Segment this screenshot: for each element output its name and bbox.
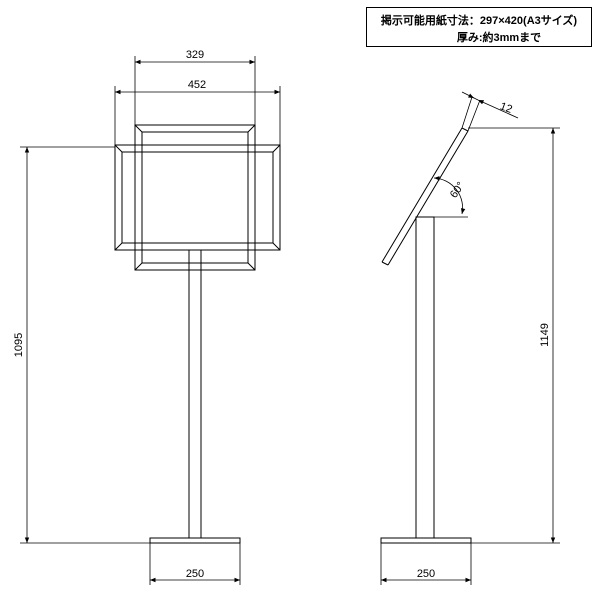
thickness-text: 厚み:約3mmまで — [456, 32, 542, 44]
side-base-plate — [380, 537, 472, 544]
tilt-angle-label: 60° — [448, 180, 467, 201]
side-dimensions — [380, 91, 560, 585]
frame-inner-width-label: 329 — [186, 49, 204, 61]
front-dimensions — [20, 56, 281, 585]
side-base-width-label: 250 — [417, 568, 435, 580]
front-height-label: 1095 — [13, 333, 25, 357]
tilted-panel — [381, 127, 469, 266]
side-view — [380, 127, 472, 544]
frame-outer-width-label: 452 — [188, 79, 206, 91]
front-pole — [188, 249, 202, 538]
panel-thickness-label: 12 — [498, 100, 514, 115]
front-base-width-label: 250 — [186, 568, 204, 580]
paper-size-note: 掲示可能用紙寸法：297×420(A3サイズ) 厚み:約3mmまで — [366, 7, 592, 47]
paper-size-text: 掲示可能用紙寸法：297×420(A3サイズ) — [380, 15, 578, 27]
side-height-label: 1149 — [539, 323, 551, 347]
front-base-plate — [149, 537, 241, 544]
front-view — [114, 124, 281, 544]
side-pole — [415, 216, 435, 539]
portrait-frame — [134, 124, 256, 271]
